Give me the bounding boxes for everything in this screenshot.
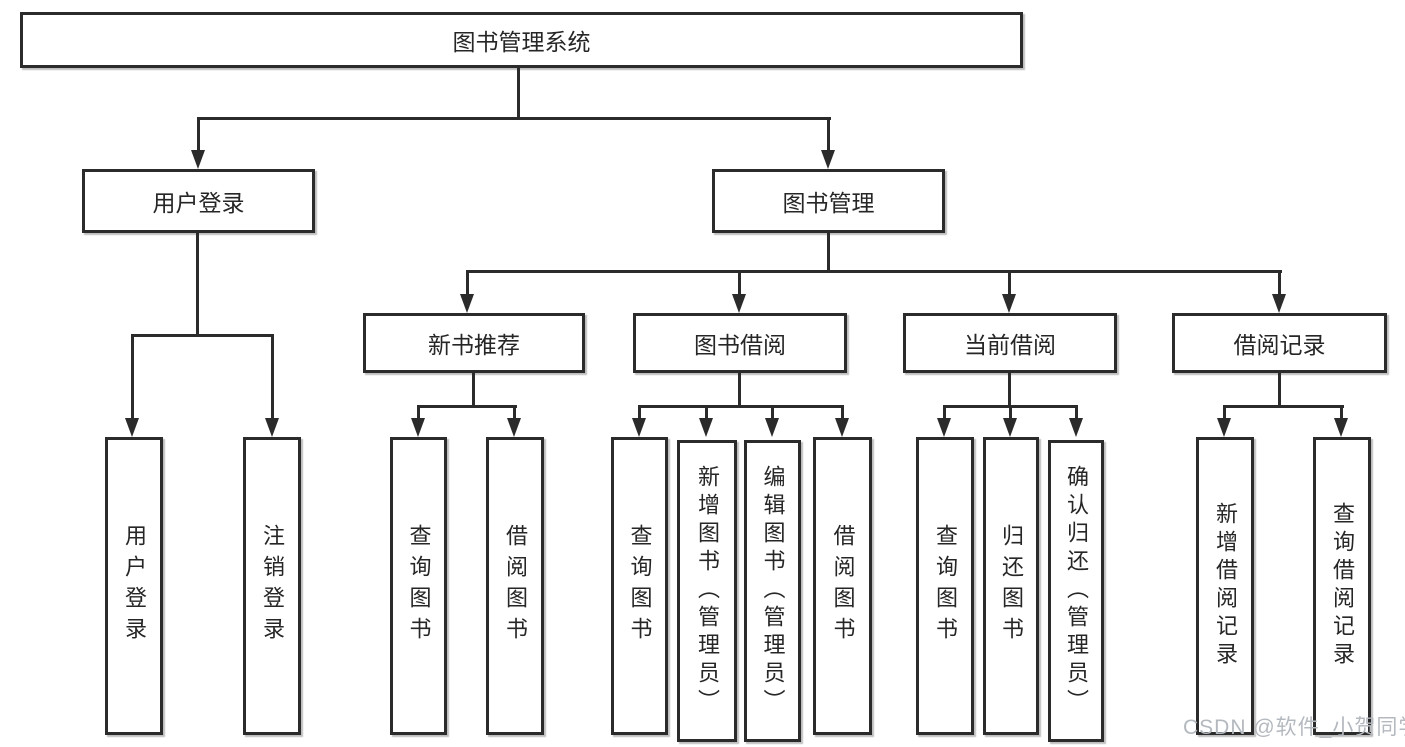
connector-line: [131, 334, 274, 337]
leaf-add-book-admin: 新增图书（管理员）: [677, 440, 737, 742]
connector-line: [1009, 405, 1012, 421]
arrow-down-icon: [191, 150, 205, 169]
node-root-label: 图书管理系统: [452, 29, 591, 55]
connector-line: [1278, 270, 1281, 297]
connector-line: [196, 233, 199, 337]
connector-line: [1278, 373, 1281, 408]
connector-line: [417, 405, 420, 421]
connector-line: [1008, 373, 1011, 408]
node-book-management-label: 图书管理: [782, 190, 875, 216]
connector-line: [738, 373, 741, 408]
arrow-down-icon: [507, 418, 521, 437]
arrow-down-icon: [835, 418, 849, 437]
node-book-borrowing-label: 图书借阅: [694, 332, 786, 358]
node-book-management: 图书管理: [712, 169, 945, 233]
leaf-return-book-label: 归还图书: [999, 524, 1024, 648]
connector-line: [466, 270, 469, 297]
leaf-logout: 注销登录: [243, 437, 301, 735]
leaf-query-books-current: 查询图书: [916, 437, 974, 735]
arrow-down-icon: [937, 418, 951, 437]
connector-line: [1340, 405, 1343, 421]
connector-line: [1008, 270, 1011, 297]
leaf-add-book-admin-label: 新增图书（管理员）: [695, 465, 720, 717]
arrow-down-icon: [1217, 418, 1231, 437]
leaf-edit-book-admin: 编辑图书（管理员）: [744, 440, 801, 742]
leaf-borrow-books-borrowing-label: 借阅图书: [830, 524, 856, 648]
leaf-query-books-borrowing-label: 查询图书: [627, 524, 653, 648]
arrow-down-icon: [265, 418, 279, 437]
leaf-query-borrow-record-label: 查询借阅记录: [1330, 502, 1355, 670]
arrow-down-icon: [765, 418, 779, 437]
arrow-down-icon: [1002, 294, 1016, 313]
arrow-down-icon: [125, 418, 139, 437]
arrow-down-icon: [411, 418, 425, 437]
arrow-down-icon: [632, 418, 646, 437]
connector-line: [841, 405, 844, 421]
connector-line: [271, 334, 274, 420]
arrow-down-icon: [699, 418, 713, 437]
leaf-user-login: 用户登录: [105, 437, 163, 735]
connector-line: [517, 68, 520, 118]
connector-line: [827, 117, 830, 153]
leaf-add-borrow-record-label: 新增借阅记录: [1213, 502, 1238, 670]
connector-line: [943, 405, 946, 421]
node-user-login: 用户登录: [82, 169, 315, 233]
connector-line: [131, 334, 134, 420]
arrow-down-icon: [460, 294, 474, 313]
connector-line: [638, 405, 641, 421]
arrow-down-icon: [1334, 418, 1348, 437]
connector-line: [197, 117, 200, 153]
connector-line: [1223, 405, 1344, 408]
connector-line: [738, 270, 741, 297]
connector-line: [771, 405, 774, 421]
node-new-book-recommend: 新书推荐: [363, 313, 585, 373]
leaf-confirm-return-admin-label: 确认归还（管理员）: [1064, 465, 1089, 717]
leaf-query-books-recommend: 查询图书: [390, 437, 447, 735]
node-root: 图书管理系统: [20, 12, 1023, 68]
connector-line: [1223, 405, 1226, 421]
leaf-return-book: 归还图书: [983, 437, 1039, 735]
connector-line: [466, 270, 1282, 273]
connector-line: [197, 117, 831, 120]
arrow-down-icon: [1069, 418, 1083, 437]
leaf-logout-label: 注销登录: [260, 524, 285, 648]
connector-line: [417, 405, 517, 408]
arrow-down-icon: [1003, 418, 1017, 437]
leaf-borrow-books-recommend-label: 借阅图书: [503, 524, 528, 648]
connector-line: [513, 405, 516, 421]
node-borrowing-records-label: 借阅记录: [1233, 332, 1326, 358]
leaf-confirm-return-admin: 确认归还（管理员）: [1048, 440, 1104, 742]
leaf-query-borrow-record: 查询借阅记录: [1313, 437, 1371, 735]
arrow-down-icon: [821, 150, 835, 169]
node-user-login-label: 用户登录: [152, 190, 245, 216]
connector-line: [472, 373, 475, 408]
connector-line: [638, 405, 844, 408]
node-new-book-recommend-label: 新书推荐: [428, 332, 520, 358]
leaf-add-borrow-record: 新增借阅记录: [1196, 437, 1254, 735]
connector-line: [1075, 405, 1078, 421]
node-current-borrowing-label: 当前借阅: [964, 332, 1056, 358]
arrow-down-icon: [732, 294, 746, 313]
arrow-down-icon: [1272, 294, 1286, 313]
leaf-user-login-label: 用户登录: [122, 524, 147, 648]
connector-line: [705, 405, 708, 421]
leaf-borrow-books-recommend: 借阅图书: [486, 437, 544, 735]
connector-line: [827, 233, 830, 273]
csdn-watermark: CSDN @软件_小贺同学: [1183, 716, 1405, 739]
leaf-query-books-recommend-label: 查询图书: [406, 524, 432, 648]
leaf-borrow-books-borrowing: 借阅图书: [813, 437, 872, 735]
node-borrowing-records: 借阅记录: [1172, 313, 1387, 373]
node-book-borrowing: 图书借阅: [633, 313, 847, 373]
leaf-query-books-current-label: 查询图书: [933, 524, 958, 648]
leaf-query-books-borrowing: 查询图书: [611, 437, 668, 735]
leaf-edit-book-admin-label: 编辑图书（管理员）: [760, 465, 786, 717]
node-current-borrowing: 当前借阅: [903, 313, 1117, 373]
